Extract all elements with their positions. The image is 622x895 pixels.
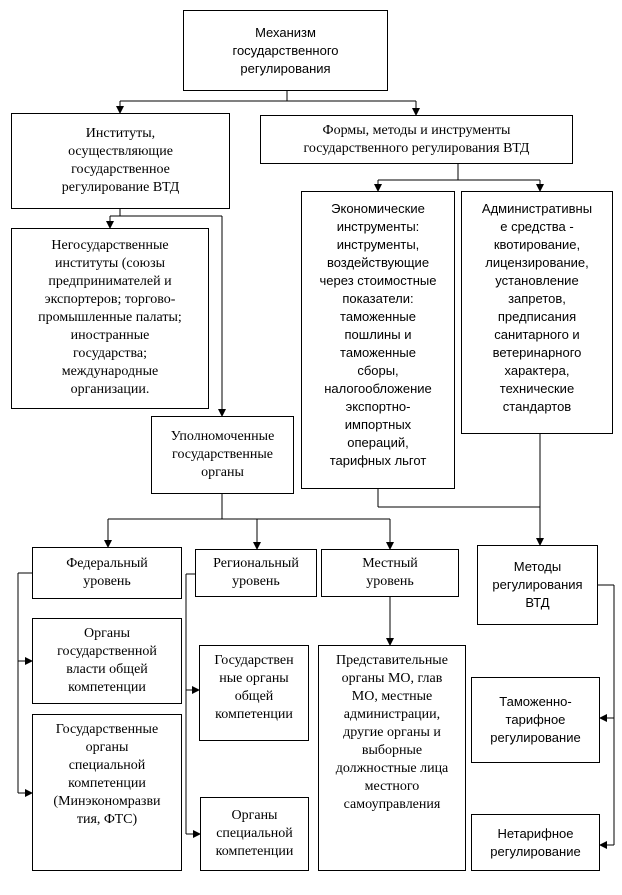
customs-tariff-box: Таможенно- тарифное регулирование	[471, 677, 600, 763]
methods-box: Методы регулирования ВТД	[477, 545, 598, 625]
administrative-means-label: Административны е средства - квотировани…	[481, 201, 593, 414]
federal-level-box: Федеральный уровень	[32, 547, 182, 599]
federal-level-label: Федеральный уровень	[66, 556, 148, 589]
regional-special-label: Органы специальной компетенции	[215, 808, 294, 859]
forms-box: Формы, методы и инструменты государствен…	[260, 115, 573, 164]
general-competence-box: Органы государственной власти общей комп…	[32, 618, 182, 704]
economic-instruments-label: Экономические инструменты: инструменты, …	[319, 201, 437, 468]
institutions-label: Институты, осуществляющие государственно…	[61, 126, 180, 195]
administrative-means-box: Административны е средства - квотировани…	[461, 191, 613, 434]
institutions-box: Институты, осуществляющие государственно…	[11, 113, 230, 209]
economic-instruments-box: Экономические инструменты: инструменты, …	[301, 191, 455, 489]
mechanism-box: Механизм государственного регулирования	[183, 10, 388, 91]
regional-general-box: Государствен ные органы общей компетенци…	[199, 645, 309, 741]
local-bodies-box: Представительные органы МО, глав МО, мес…	[318, 645, 466, 871]
nongov-institutions-label: Негосударственные институты (союзы предп…	[38, 238, 182, 397]
methods-label: Методы регулирования ВТД	[492, 559, 583, 610]
local-level-label: Местный уровень	[362, 556, 418, 589]
general-competence-label: Органы государственной власти общей комп…	[57, 626, 157, 695]
regional-general-label: Государствен ные органы общей компетенци…	[214, 653, 294, 722]
mechanism-label: Механизм государственного регулирования	[232, 24, 339, 76]
special-competence-fed-label: Государственные органы специальной компе…	[53, 722, 161, 827]
nontariff-label: Нетарифное регулирование	[490, 825, 581, 859]
nongov-institutions-box: Негосударственные институты (союзы предп…	[11, 228, 209, 409]
local-bodies-label: Представительные органы МО, глав МО, мес…	[335, 653, 449, 812]
local-level-box: Местный уровень	[321, 549, 459, 597]
special-competence-fed-box: Государственные органы специальной компе…	[32, 714, 182, 871]
regional-level-box: Региональный уровень	[195, 549, 317, 597]
authorized-bodies-label: Уполномоченные государственные органы	[170, 429, 275, 480]
customs-tariff-label: Таможенно- тарифное регулирование	[490, 694, 581, 745]
forms-label: Формы, методы и инструменты государствен…	[303, 122, 530, 156]
authorized-bodies-box: Уполномоченные государственные органы	[151, 416, 294, 494]
regional-level-label: Региональный уровень	[213, 556, 299, 589]
regional-special-box: Органы специальной компетенции	[200, 797, 309, 871]
nontariff-box: Нетарифное регулирование	[471, 814, 600, 871]
